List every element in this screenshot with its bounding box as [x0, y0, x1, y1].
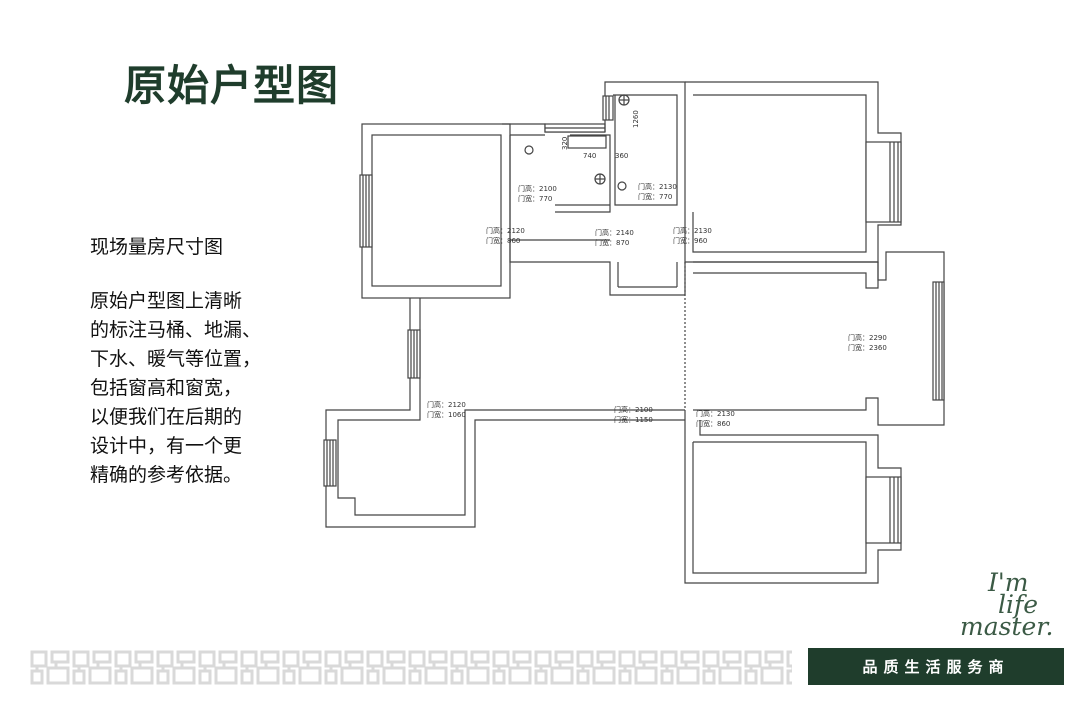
door-width-label: 门宽：960	[673, 236, 707, 245]
subtitle: 现场量房尺寸图	[90, 236, 224, 258]
description: 原始户型图上清晰 的标注马桶、地漏、 下水、暖气等位置， 包括窗高和窗宽， 以便…	[90, 287, 320, 490]
dimension-label: 360	[615, 152, 628, 160]
description-line: 设计中，有一个更	[90, 435, 243, 457]
tagline: 品质生活服务商	[862, 658, 1010, 676]
description-line: 包括窗高和窗宽，	[90, 377, 243, 399]
description-line: 下水、暖气等位置，	[90, 348, 262, 370]
door-height-label: 门高：2130	[638, 182, 677, 191]
door-width-label: 门宽：1150	[614, 415, 653, 424]
decorative-pattern	[30, 650, 792, 686]
dimension-label: 320	[561, 137, 569, 150]
door-width-label: 门宽：860	[696, 419, 730, 428]
door-width-label: 门宽：770	[518, 194, 552, 203]
slogan-line: life	[998, 590, 1039, 619]
dimension-label: 1260	[632, 110, 640, 128]
door-width-label: 门宽：1060	[427, 410, 466, 419]
page-title: 原始户型图	[124, 61, 340, 110]
description-line: 以便我们在后期的	[90, 406, 243, 428]
brand-slogan: I'm life master.	[958, 568, 1068, 641]
door-width-label: 门宽：2360	[848, 343, 887, 352]
dimension-labels: 320 740 360 1260	[561, 110, 640, 160]
slogan-line: master.	[960, 612, 1054, 641]
door-height-label: 门高：2130	[696, 409, 735, 418]
door-height-label: 门高：2120	[486, 226, 525, 235]
walls	[323, 81, 945, 584]
tagline-band: 品质生活服务商	[808, 648, 1064, 685]
door-labels: 门高：2100 门宽：770 门高：2130 门宽：770 门高：2120 门宽…	[427, 182, 887, 428]
door-width-label: 门宽：870	[595, 238, 629, 247]
door-height-label: 门高：2130	[673, 226, 712, 235]
door-width-label: 门宽：860	[486, 236, 520, 245]
door-height-label: 门高：2100	[518, 184, 557, 193]
door-height-label: 门高：2100	[614, 405, 653, 414]
description-line: 的标注马桶、地漏、	[90, 319, 262, 341]
slogan-line: I'm	[988, 568, 1029, 597]
description-line: 原始户型图上清晰	[90, 290, 243, 312]
description-line: 精确的参考依据。	[90, 464, 243, 486]
door-width-label: 门宽：770	[638, 192, 672, 201]
door-height-label: 门高：2140	[595, 228, 634, 237]
door-height-label: 门高：2120	[427, 400, 466, 409]
dimension-label: 740	[583, 152, 596, 160]
door-height-label: 门高：2290	[848, 333, 887, 342]
